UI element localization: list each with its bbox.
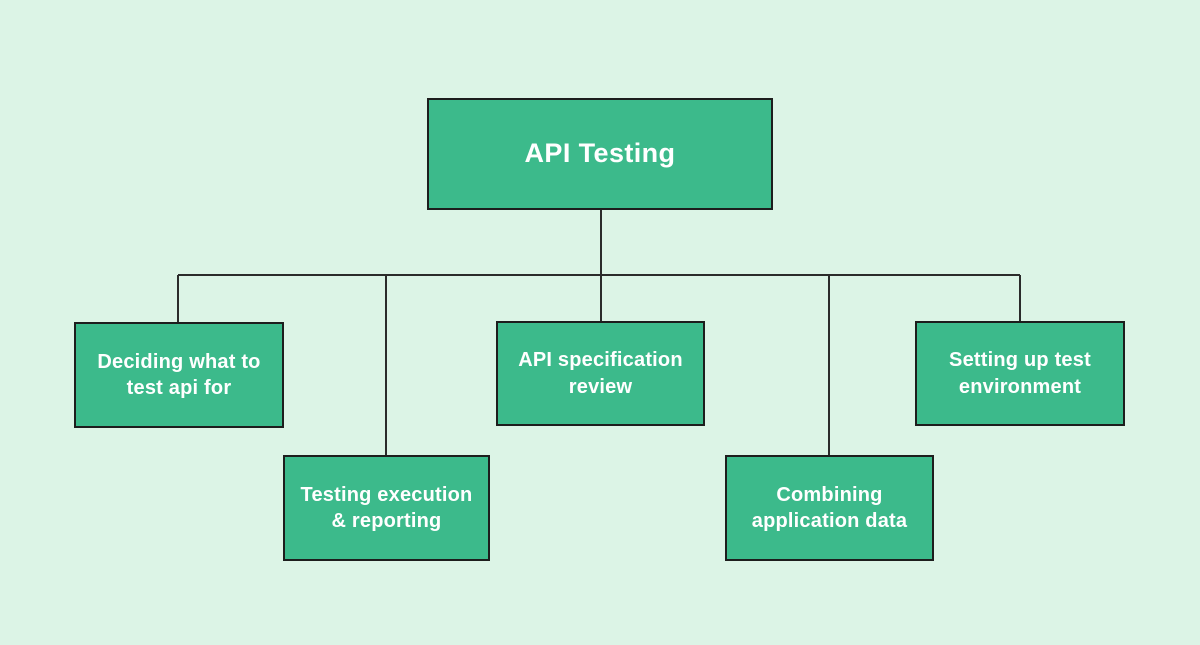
node-combining-application-data[interactable]: Combining application data <box>725 455 934 561</box>
node-api-specification-review[interactable]: API specification review <box>496 321 705 426</box>
node-setting-up-test-environment[interactable]: Setting up test environment <box>915 321 1125 426</box>
node-root-api-testing[interactable]: API Testing <box>427 98 773 210</box>
node-testing-execution-reporting[interactable]: Testing execution & reporting <box>283 455 490 561</box>
node-deciding-what-to-test[interactable]: Deciding what to test api for <box>74 322 284 428</box>
